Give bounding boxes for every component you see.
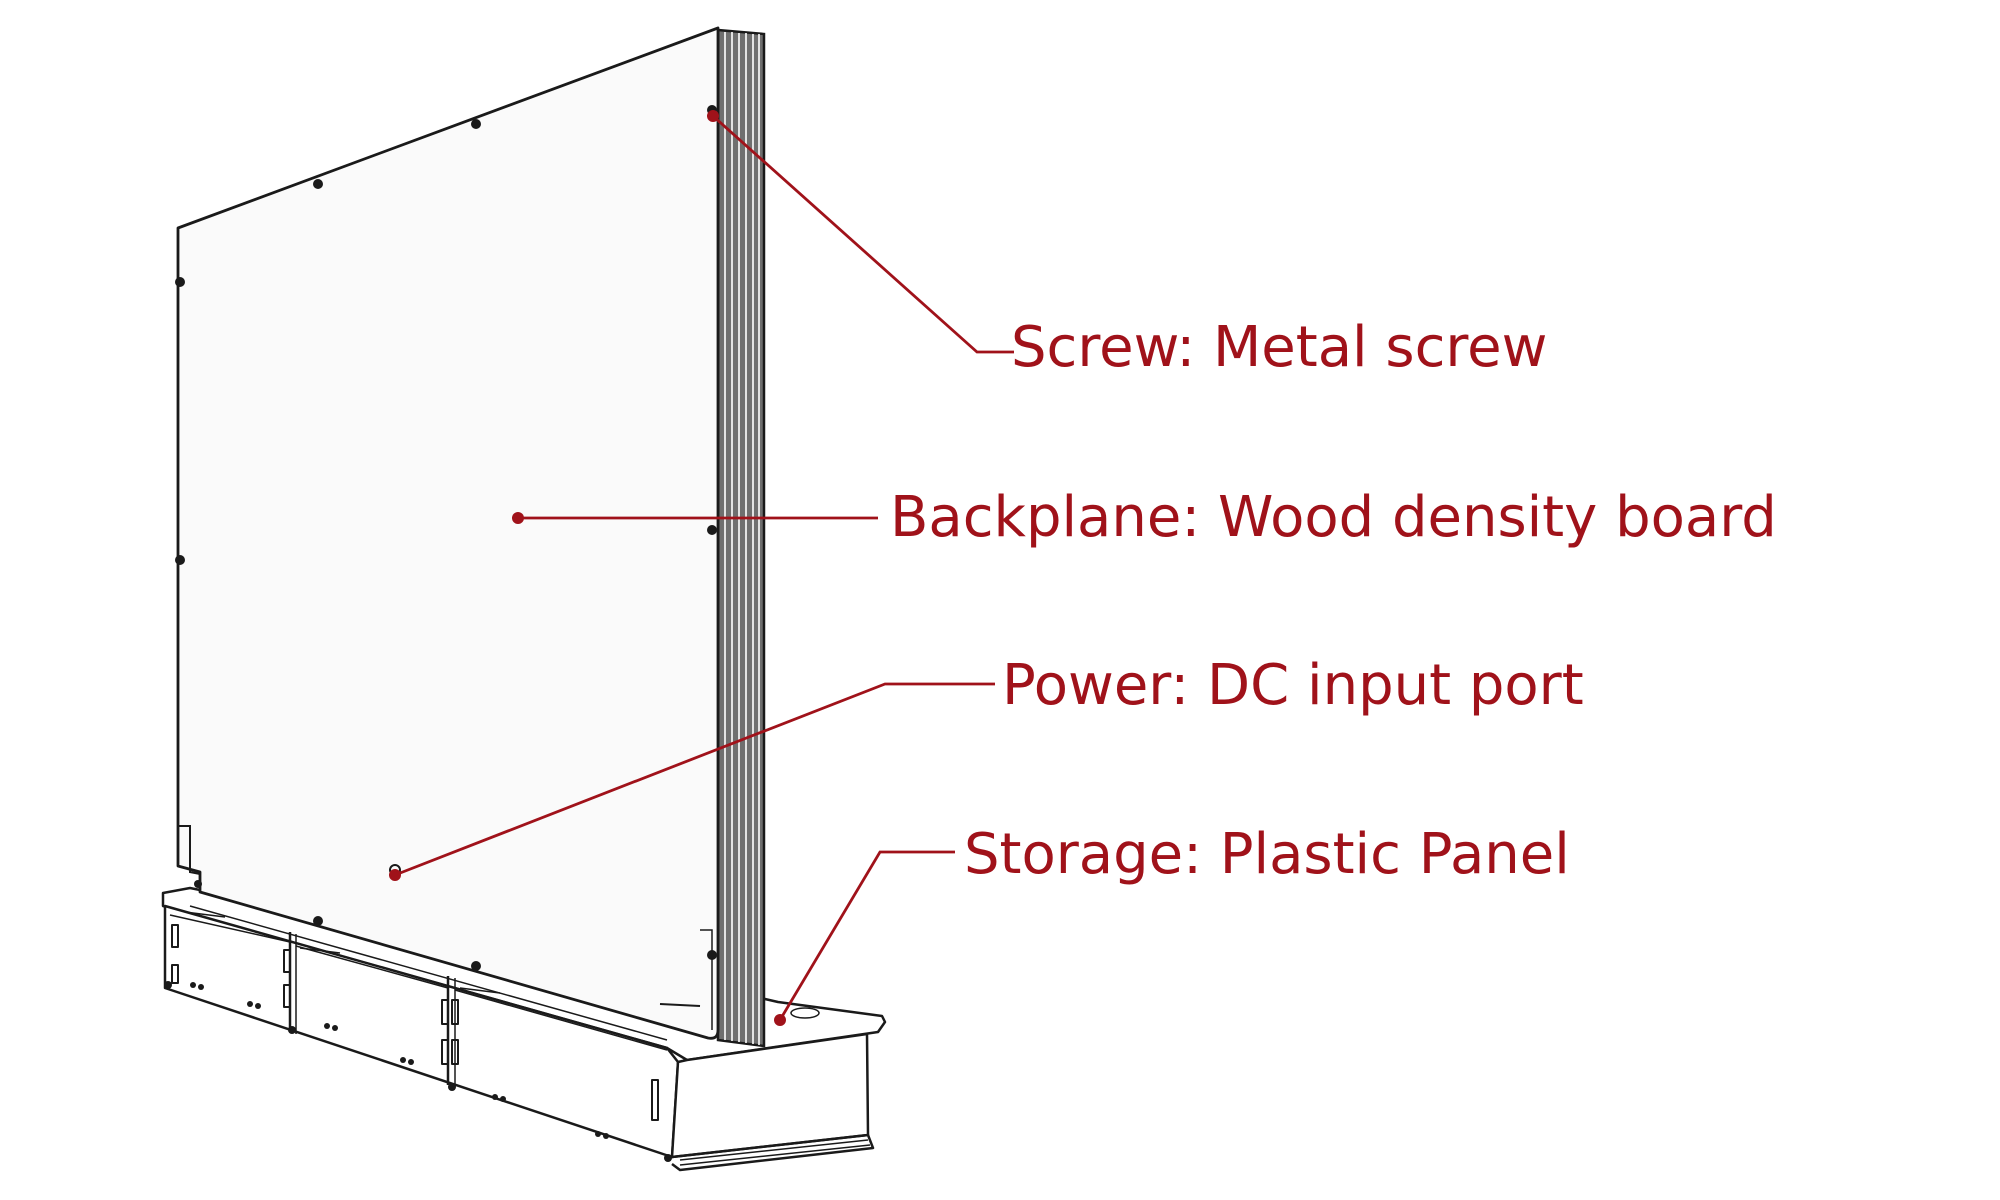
dot-backplane [512,512,524,524]
leader-screw [712,114,1014,354]
backplane-panel [175,26,720,1040]
dot-power [389,869,401,881]
leader-storage [778,850,955,1021]
panel-side-edge [716,28,766,1048]
leader-power [394,682,995,877]
panel-screws [175,105,717,971]
dot-storage [774,1014,786,1026]
callout-backplane-label: Backplane: Wood density board [890,485,1777,550]
backplane-face [176,26,720,1040]
callout-power-label: Power: DC input port [1002,653,1584,718]
callout-leaders [394,114,1014,1021]
callout-screw-label: Screw: Metal screw [1011,315,1548,380]
callout-storage-label: Storage: Plastic Panel [964,822,1570,887]
callout-dots [389,110,786,1026]
base-end-face [670,1032,870,1159]
dot-screw [707,110,719,122]
